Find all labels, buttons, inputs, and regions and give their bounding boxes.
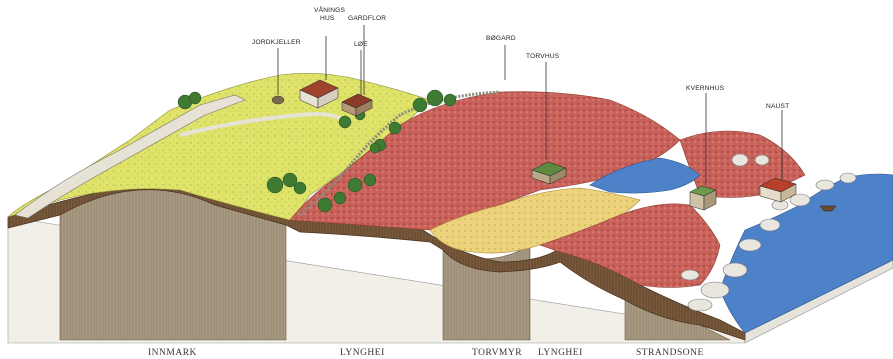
label-gardflor: GARDFLOR <box>348 15 386 22</box>
zone-strandsone: STRANDSONE <box>636 348 704 358</box>
label-vaningshus-line2: HUS <box>320 15 335 22</box>
label-kvernhus: KVERNHUS <box>686 85 725 92</box>
zone-torvmyr: TORVMYR <box>472 348 522 358</box>
label-jordkjeller: JORDKJELLER <box>252 39 301 46</box>
zone-lynghei-1: LYNGHEI <box>340 348 385 358</box>
label-torvhus: TORVHUS <box>526 53 560 60</box>
zone-innmark: INNMARK <box>148 348 197 358</box>
label-naust: NAUST <box>766 103 789 110</box>
label-loe: LØE <box>354 41 368 48</box>
label-vaningshus-line1: VÅNINGS <box>314 5 345 14</box>
kvernhus-building <box>690 186 716 210</box>
zone-lynghei-2: LYNGHEI <box>538 348 583 358</box>
jordkjeller-building <box>272 96 284 104</box>
label-bogard: BØGARD <box>486 35 516 42</box>
